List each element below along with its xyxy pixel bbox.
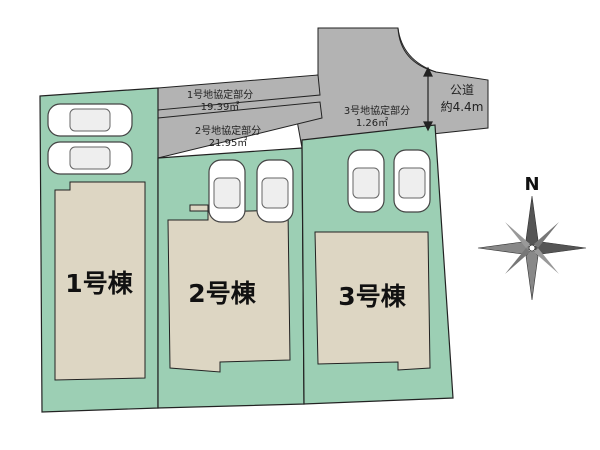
car xyxy=(393,149,431,213)
agreement-3-label: 3号地協定部分 xyxy=(344,104,410,117)
car xyxy=(256,159,294,223)
road-curb xyxy=(397,27,437,73)
road-label: 公道 xyxy=(450,83,474,97)
compass-north-label: N xyxy=(524,174,539,195)
compass-rose xyxy=(477,195,587,301)
lot-2-label: 2号棟 xyxy=(188,279,256,308)
agreement-3-area: 1.26㎡ xyxy=(356,117,388,129)
car xyxy=(47,141,133,175)
utility-box xyxy=(189,204,209,212)
car xyxy=(347,149,385,213)
agreement-1-label: 1号地協定部分 xyxy=(187,88,253,101)
agreement-2-area: 21.95㎡ xyxy=(209,137,248,149)
lot-1-label: 1号棟 xyxy=(65,269,133,298)
agreement-2-label: 2号地協定部分 xyxy=(195,124,261,137)
road-width-arrow xyxy=(423,66,433,132)
building-1 xyxy=(54,181,146,381)
car xyxy=(47,103,133,137)
agreement-1-area: 19.39㎡ xyxy=(201,101,240,113)
road-width-label: 約4.4m xyxy=(441,99,484,114)
lot-3-label: 3号棟 xyxy=(338,282,406,311)
building-3 xyxy=(314,231,431,371)
car xyxy=(208,159,246,223)
building-2 xyxy=(167,209,291,373)
